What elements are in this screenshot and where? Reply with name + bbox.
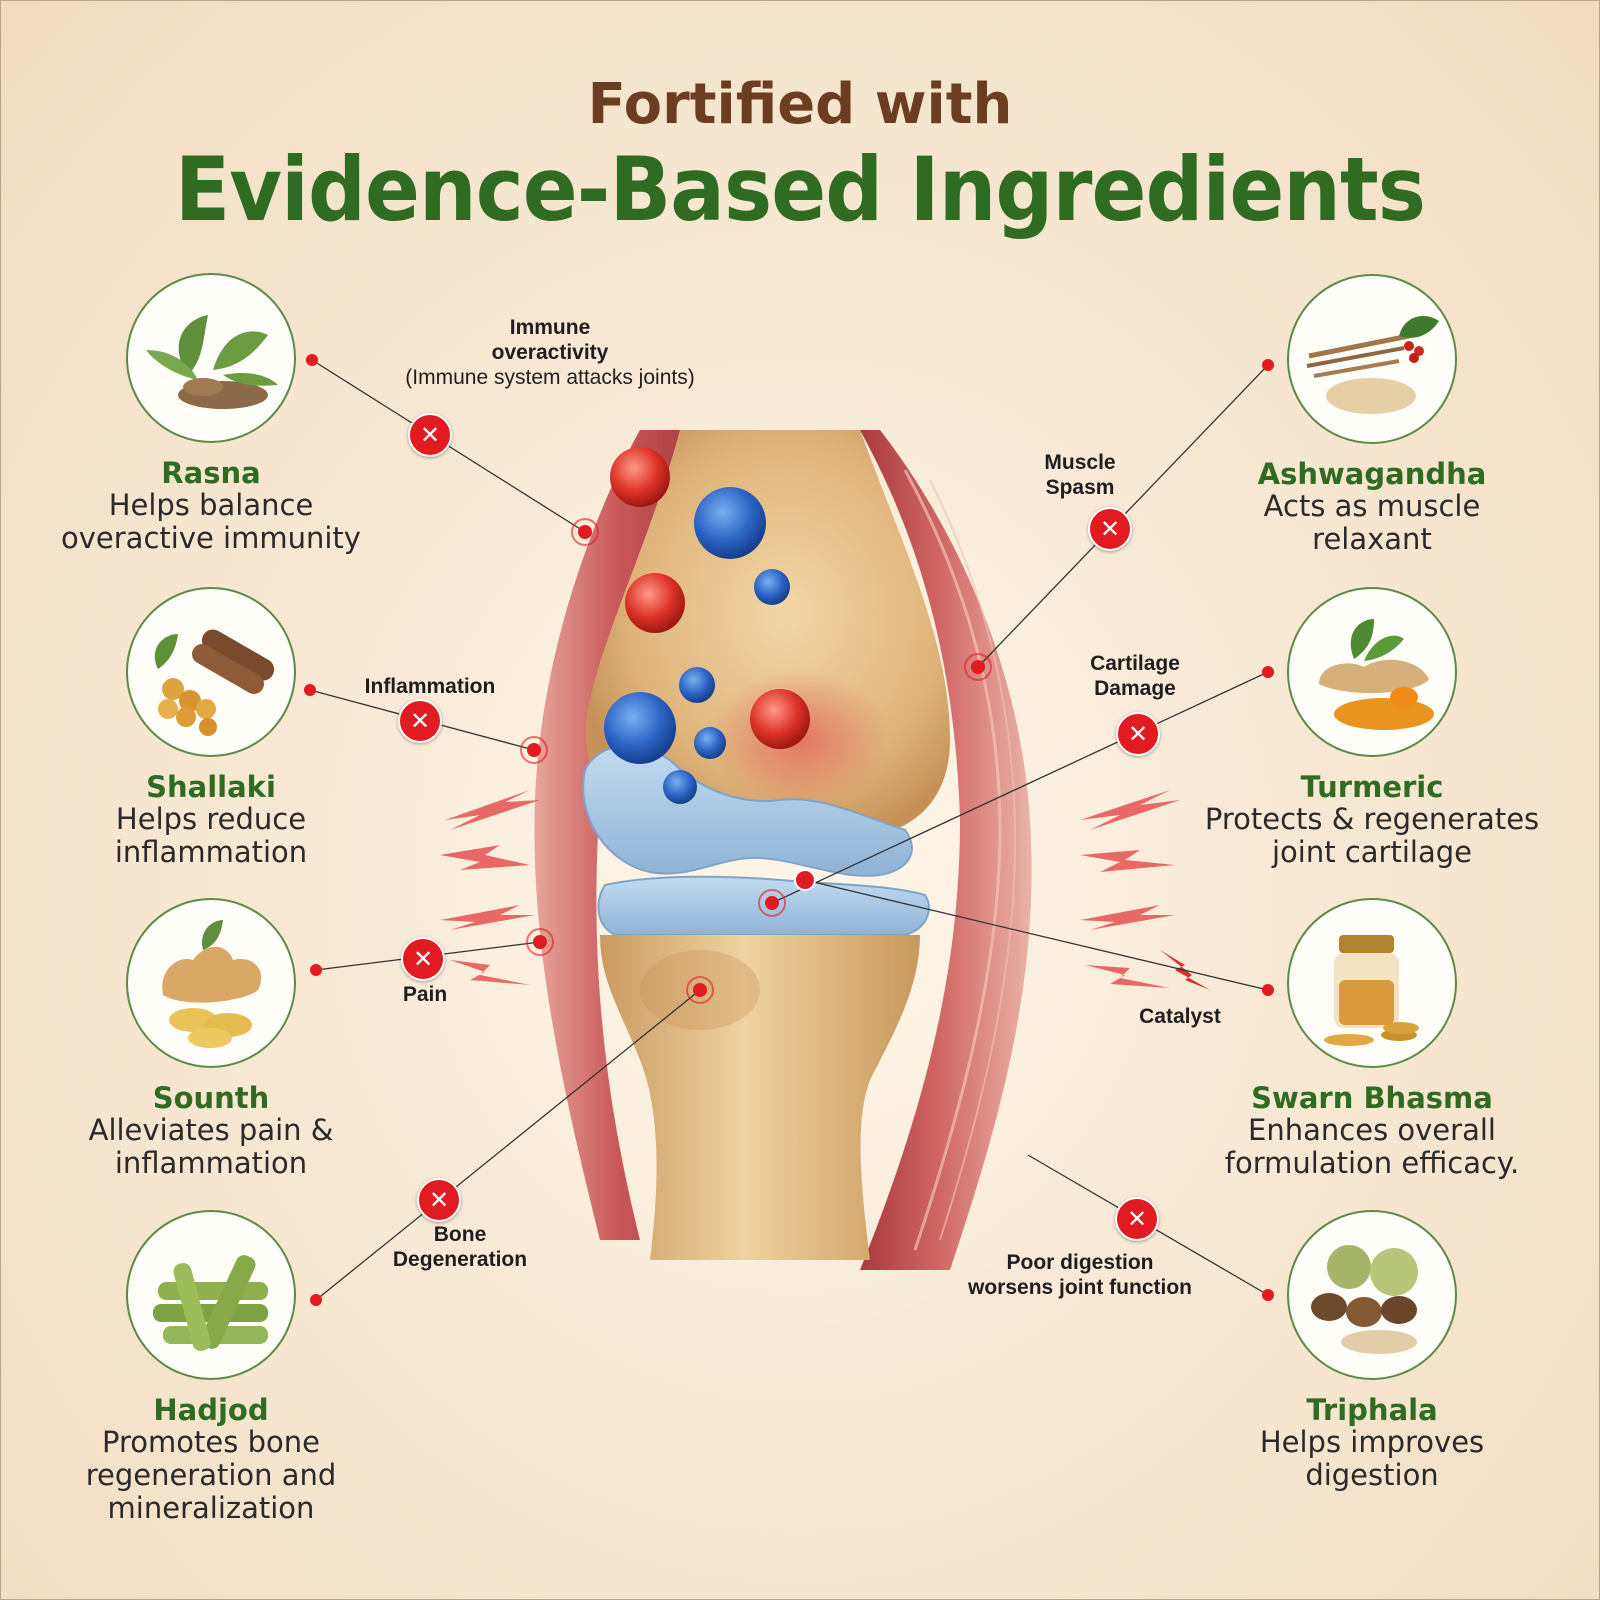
stem-icon (126, 1210, 296, 1380)
x-mark-inflammation: ✕ (398, 699, 442, 743)
x-mark-muscle: ✕ (1088, 507, 1132, 551)
ingredient-sounth: Sounth Alleviates pain & inflammation (11, 898, 411, 1180)
ingredient-name: Triphala (1306, 1393, 1438, 1427)
ginger-icon (126, 898, 296, 1068)
ingredient-name: Hadjod (153, 1393, 269, 1427)
ingredient-desc: Enhances overall formulation efficacy. (1224, 1113, 1520, 1180)
label-inflammation: Inflammation (364, 675, 496, 698)
turmeric-icon (1287, 587, 1457, 757)
ingredient-turmeric: Turmeric Protects & regenerates joint ca… (1172, 587, 1572, 869)
fruits-icon (1287, 1210, 1457, 1380)
leaf-root-icon (126, 273, 296, 443)
gold-jar-icon (1287, 898, 1457, 1068)
ingredient-desc: Protects & regenerates joint cartilage (1204, 802, 1540, 869)
ingredient-name: Ashwagandha (1257, 457, 1487, 491)
ingredient-name: Sounth (152, 1081, 270, 1115)
ingredient-name: Rasna (161, 456, 261, 490)
ingredient-ashwagandha: Ashwagandha Acts as muscle relaxant (1172, 274, 1572, 556)
ingredient-triphala: Triphala Helps improves digestion (1172, 1210, 1572, 1492)
label-poor-digestion: Poor digestion worsens joint function (968, 1251, 1192, 1299)
ingredient-shallaki: Shallaki Helps reduce inflammation (11, 587, 411, 869)
ingredient-desc: Acts as muscle relaxant (1263, 489, 1481, 556)
x-mark-pain: ✕ (401, 937, 445, 981)
ingredient-rasna: Rasna Helps balance overactive immunity (11, 273, 411, 555)
title-line-2: Evidence-Based Ingredients (174, 138, 1426, 241)
virus-cluster (604, 447, 810, 804)
x-mark-cartilage: ✕ (1116, 712, 1160, 756)
label-catalyst: Catalyst (1139, 1005, 1221, 1028)
title-line-1: Fortified with (587, 72, 1013, 137)
x-mark-bone: ✕ (417, 1178, 461, 1222)
ingredient-name: Turmeric (1300, 770, 1444, 804)
x-mark-digestion: ✕ (1115, 1197, 1159, 1241)
label-immune-overactivity: Immune overactivity (491, 316, 609, 364)
ingredient-name: Swarn Bhasma (1251, 1081, 1493, 1115)
ingredient-desc: Promotes bone regeneration and mineraliz… (85, 1425, 337, 1525)
label-bone-degeneration: Bone Degeneration (392, 1223, 528, 1271)
label-immune-subtitle: (Immune system attacks joints) (405, 366, 695, 389)
root-powder-icon (1287, 274, 1457, 444)
ingredient-desc: Helps balance overactive immunity (61, 488, 361, 555)
ingredient-hadjod: Hadjod Promotes bone regeneration and mi… (11, 1210, 411, 1525)
ingredient-swarn-bhasma: Swarn Bhasma Enhances overall formulatio… (1172, 898, 1572, 1180)
ingredient-desc: Alleviates pain & inflammation (88, 1113, 334, 1180)
resin-bark-icon (126, 587, 296, 757)
label-pain: Pain (402, 983, 448, 1006)
ingredient-desc: Helps reduce inflammation (114, 802, 308, 869)
x-mark-immune: ✕ (408, 413, 452, 457)
ingredient-name: Shallaki (146, 770, 276, 804)
label-cartilage-damage: Cartilage Damage (1090, 652, 1180, 700)
ingredient-desc: Helps improves digestion (1259, 1425, 1485, 1492)
label-muscle-spasm: Muscle Spasm (1044, 451, 1116, 499)
